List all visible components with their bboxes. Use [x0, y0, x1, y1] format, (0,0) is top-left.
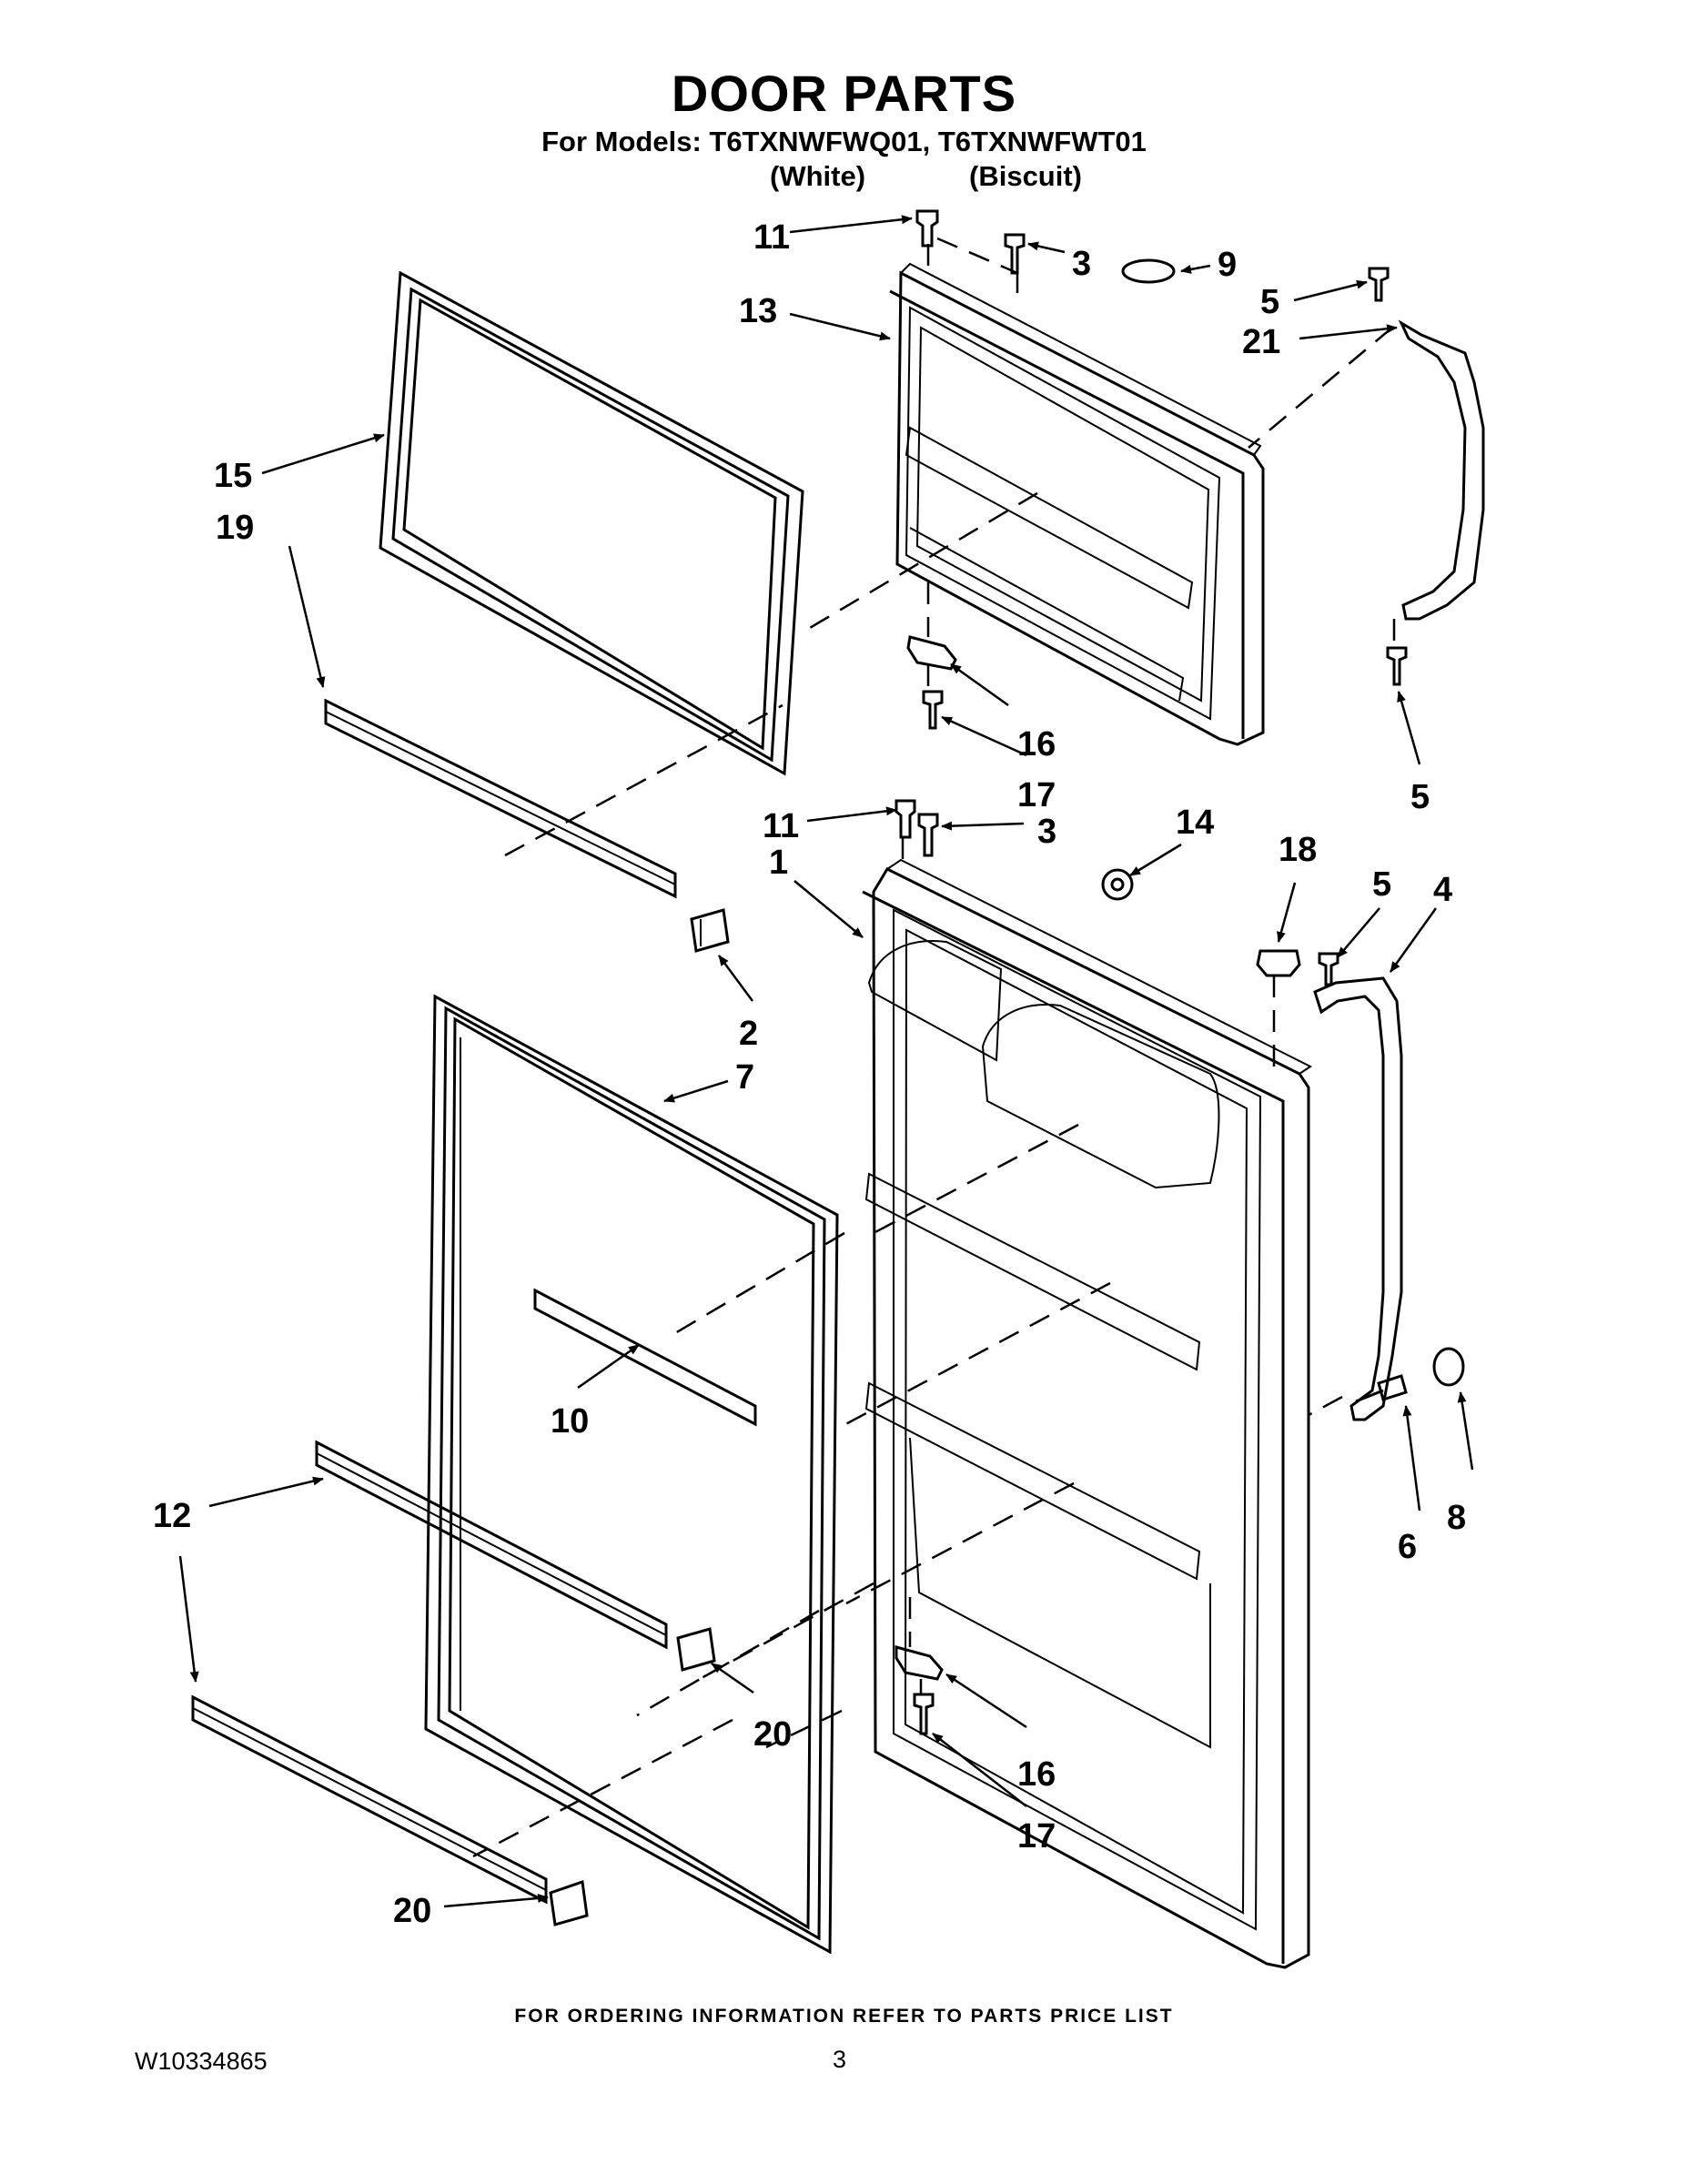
callout-20-bottom: 20 [393, 1892, 431, 1930]
callout-17-top: 17 [1017, 776, 1056, 814]
breaker-strip-12-upper [315, 1440, 668, 1650]
callout-19: 19 [216, 509, 254, 547]
document-number: W10334865 [135, 2048, 268, 2075]
callout-5-right: 5 [1372, 865, 1391, 904]
callout-5-mid: 5 [1410, 778, 1430, 816]
callout-leaders [178, 215, 1474, 1908]
clip-20-bottom [549, 1879, 589, 1926]
freezer-door [889, 262, 1265, 746]
callout-15: 15 [214, 457, 252, 495]
callout-3-mid: 3 [1037, 813, 1056, 851]
clip-20-mid [676, 1627, 716, 1672]
callout-9: 9 [1218, 246, 1237, 284]
fresh-food-gasket [424, 994, 839, 1955]
models-subtitle: For Models: T6TXNWFWQ01, T6TXNWFWT01 [541, 126, 1147, 157]
callout-11-top: 11 [753, 218, 790, 257]
callout-2: 2 [739, 1015, 758, 1053]
callout-20-mid: 20 [753, 1715, 792, 1754]
callout-1: 1 [769, 844, 788, 882]
callout-18: 18 [1279, 831, 1317, 869]
callout-12: 12 [153, 1497, 191, 1535]
fresh-food-door [862, 858, 1312, 1969]
callout-13: 13 [739, 292, 777, 330]
variant-white-label: (White) [770, 160, 866, 192]
freezer-gasket [379, 270, 804, 776]
callout-10: 10 [551, 1402, 589, 1441]
callout-labels: 11 3 9 5 21 13 15 19 16 17 5 11 3 14 18 … [153, 218, 1466, 1930]
assembly-lines [472, 237, 1396, 1858]
freezer-handle [1398, 319, 1485, 621]
page-title: DOOR PARTS [671, 65, 1017, 122]
breaker-strip-10 [533, 1288, 757, 1427]
breaker-strip-12-lower [191, 1694, 548, 1905]
hardware-screws [895, 209, 1465, 1735]
callout-4: 4 [1433, 871, 1452, 909]
breaker-strip-19 [324, 698, 677, 899]
callout-6: 6 [1398, 1528, 1417, 1566]
callout-11-mid: 11 [763, 807, 799, 845]
clip-2 [690, 908, 730, 953]
callout-16-top: 16 [1017, 725, 1056, 763]
callout-17-bottom: 17 [1017, 1817, 1056, 1855]
variant-biscuit-label: (Biscuit) [969, 160, 1082, 192]
callout-5-top: 5 [1260, 283, 1279, 321]
callout-16-bottom: 16 [1017, 1755, 1056, 1794]
callout-7: 7 [735, 1058, 754, 1097]
page-number: 3 [833, 2046, 847, 2073]
callout-21: 21 [1242, 323, 1280, 361]
ordering-note: FOR ORDERING INFORMATION REFER TO PARTS … [514, 2006, 1174, 2027]
callout-8: 8 [1447, 1499, 1466, 1537]
callout-14: 14 [1176, 804, 1214, 842]
callout-3-top: 3 [1072, 245, 1091, 283]
fresh-food-handle [1313, 976, 1403, 1421]
